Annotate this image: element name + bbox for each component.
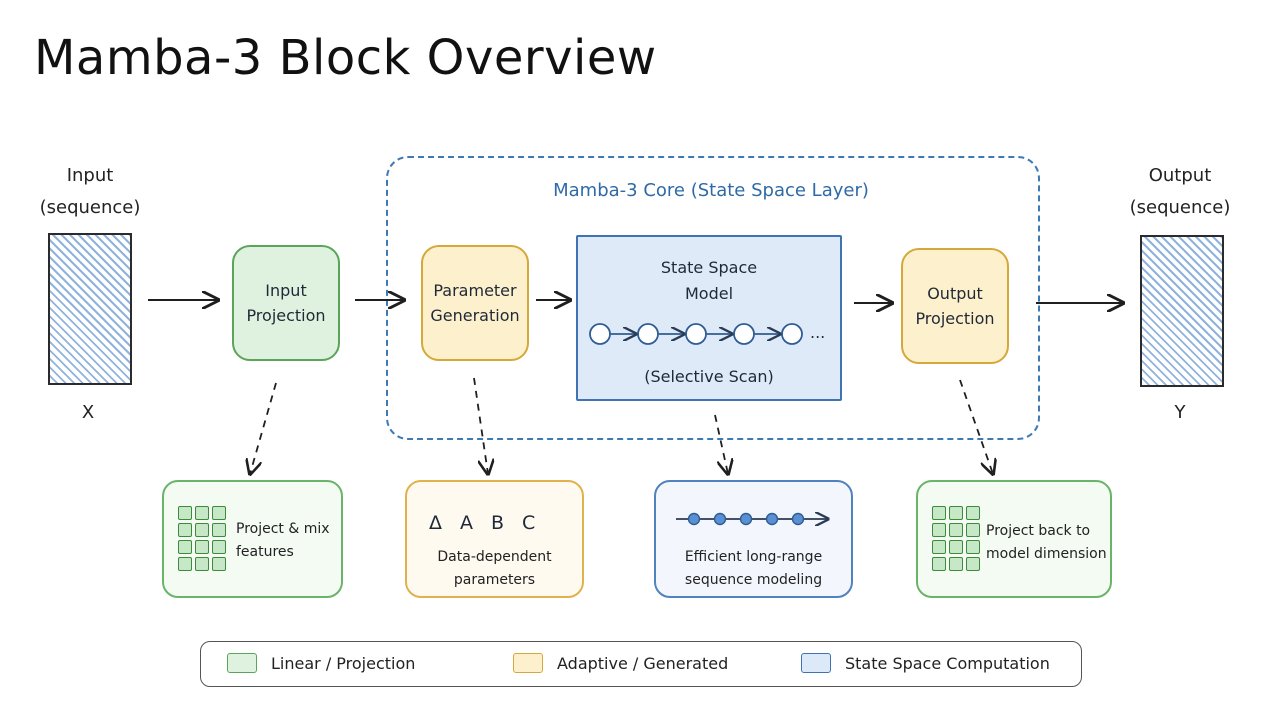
ssm-title-line2: Model bbox=[684, 284, 734, 303]
input-projection-block: Input Projection bbox=[232, 245, 340, 361]
connector-params-card bbox=[473, 377, 488, 474]
project-back-line1: Project back to bbox=[986, 523, 1091, 539]
project-mix-line2: features bbox=[236, 544, 294, 560]
state-node bbox=[637, 323, 659, 345]
project-mix-card: Project & mix features bbox=[162, 480, 343, 598]
legend-item-linear: Linear / Projection bbox=[227, 653, 415, 673]
parameter-generation-block: Parameter Generation bbox=[421, 245, 529, 361]
output-symbol: Y bbox=[1174, 402, 1186, 423]
mamba-core-container bbox=[386, 156, 1040, 440]
input-label-line1: Input bbox=[66, 165, 114, 186]
long-range-line1: Efficient long-range bbox=[684, 549, 823, 565]
input-symbol: X bbox=[81, 402, 95, 423]
legend-swatch-adaptive bbox=[513, 653, 543, 673]
param-delta: Δ bbox=[429, 512, 442, 534]
state-node bbox=[781, 323, 803, 345]
legend-label-adaptive: Adaptive / Generated bbox=[557, 653, 729, 673]
state-node bbox=[685, 323, 707, 345]
core-title: Mamba-3 Core (State Space Layer) bbox=[553, 180, 869, 201]
project-back-line2: model dimension bbox=[986, 546, 1107, 562]
input-sequence-tensor bbox=[48, 233, 132, 385]
matrix-grid-icon bbox=[178, 506, 226, 571]
legend-swatch-linear bbox=[227, 653, 257, 673]
legend-item-state-space: State Space Computation bbox=[801, 653, 1050, 673]
page-title: Mamba-3 Block Overview bbox=[34, 30, 657, 86]
input-label-line2: (sequence) bbox=[39, 197, 141, 218]
input-label: Input (sequence) bbox=[30, 160, 150, 224]
connector-ssm-card bbox=[714, 414, 728, 474]
state-space-model-block: State Space Model (Selective Scan) ... bbox=[576, 235, 842, 401]
output-sequence-tensor bbox=[1140, 235, 1224, 387]
param-a: A bbox=[460, 512, 473, 534]
parameter-symbols: Δ A B C bbox=[429, 512, 535, 534]
legend-label-state-space: State Space Computation bbox=[845, 653, 1050, 673]
ssm-title-line1: State Space bbox=[660, 258, 758, 277]
matrix-grid-icon bbox=[932, 506, 980, 571]
connector-projection-card bbox=[250, 382, 277, 474]
ssm-state-chain bbox=[589, 323, 803, 345]
legend-swatch-state-space bbox=[801, 653, 831, 673]
selective-scan-label: (Selective Scan) bbox=[644, 367, 774, 386]
output-label-line2: (sequence) bbox=[1129, 197, 1231, 218]
project-back-card: Project back to model dimension bbox=[916, 480, 1112, 598]
state-node bbox=[733, 323, 755, 345]
connector-output-card bbox=[959, 379, 993, 474]
legend-item-adaptive: Adaptive / Generated bbox=[513, 653, 728, 673]
long-range-card: Efficient long-range sequence modeling bbox=[654, 480, 853, 598]
data-dependent-line2: parameters bbox=[453, 572, 536, 588]
param-b: B bbox=[491, 512, 505, 534]
legend: Linear / Projection Adaptive / Generated… bbox=[200, 641, 1082, 687]
output-label: Output (sequence) bbox=[1120, 160, 1240, 224]
state-node bbox=[589, 323, 611, 345]
legend-label-linear: Linear / Projection bbox=[271, 653, 416, 673]
scan-ellipsis: ... bbox=[810, 323, 826, 342]
output-label-line1: Output bbox=[1148, 165, 1212, 186]
data-dependent-line1: Data-dependent bbox=[437, 549, 552, 565]
param-c: C bbox=[522, 512, 536, 534]
output-projection-block: Output Projection bbox=[901, 248, 1009, 364]
long-range-line2: sequence modeling bbox=[684, 572, 823, 588]
long-range-chain-icon bbox=[676, 514, 828, 525]
data-dependent-card: Δ A B C Data-dependent parameters bbox=[405, 480, 584, 598]
project-mix-line1: Project & mix bbox=[236, 521, 330, 537]
